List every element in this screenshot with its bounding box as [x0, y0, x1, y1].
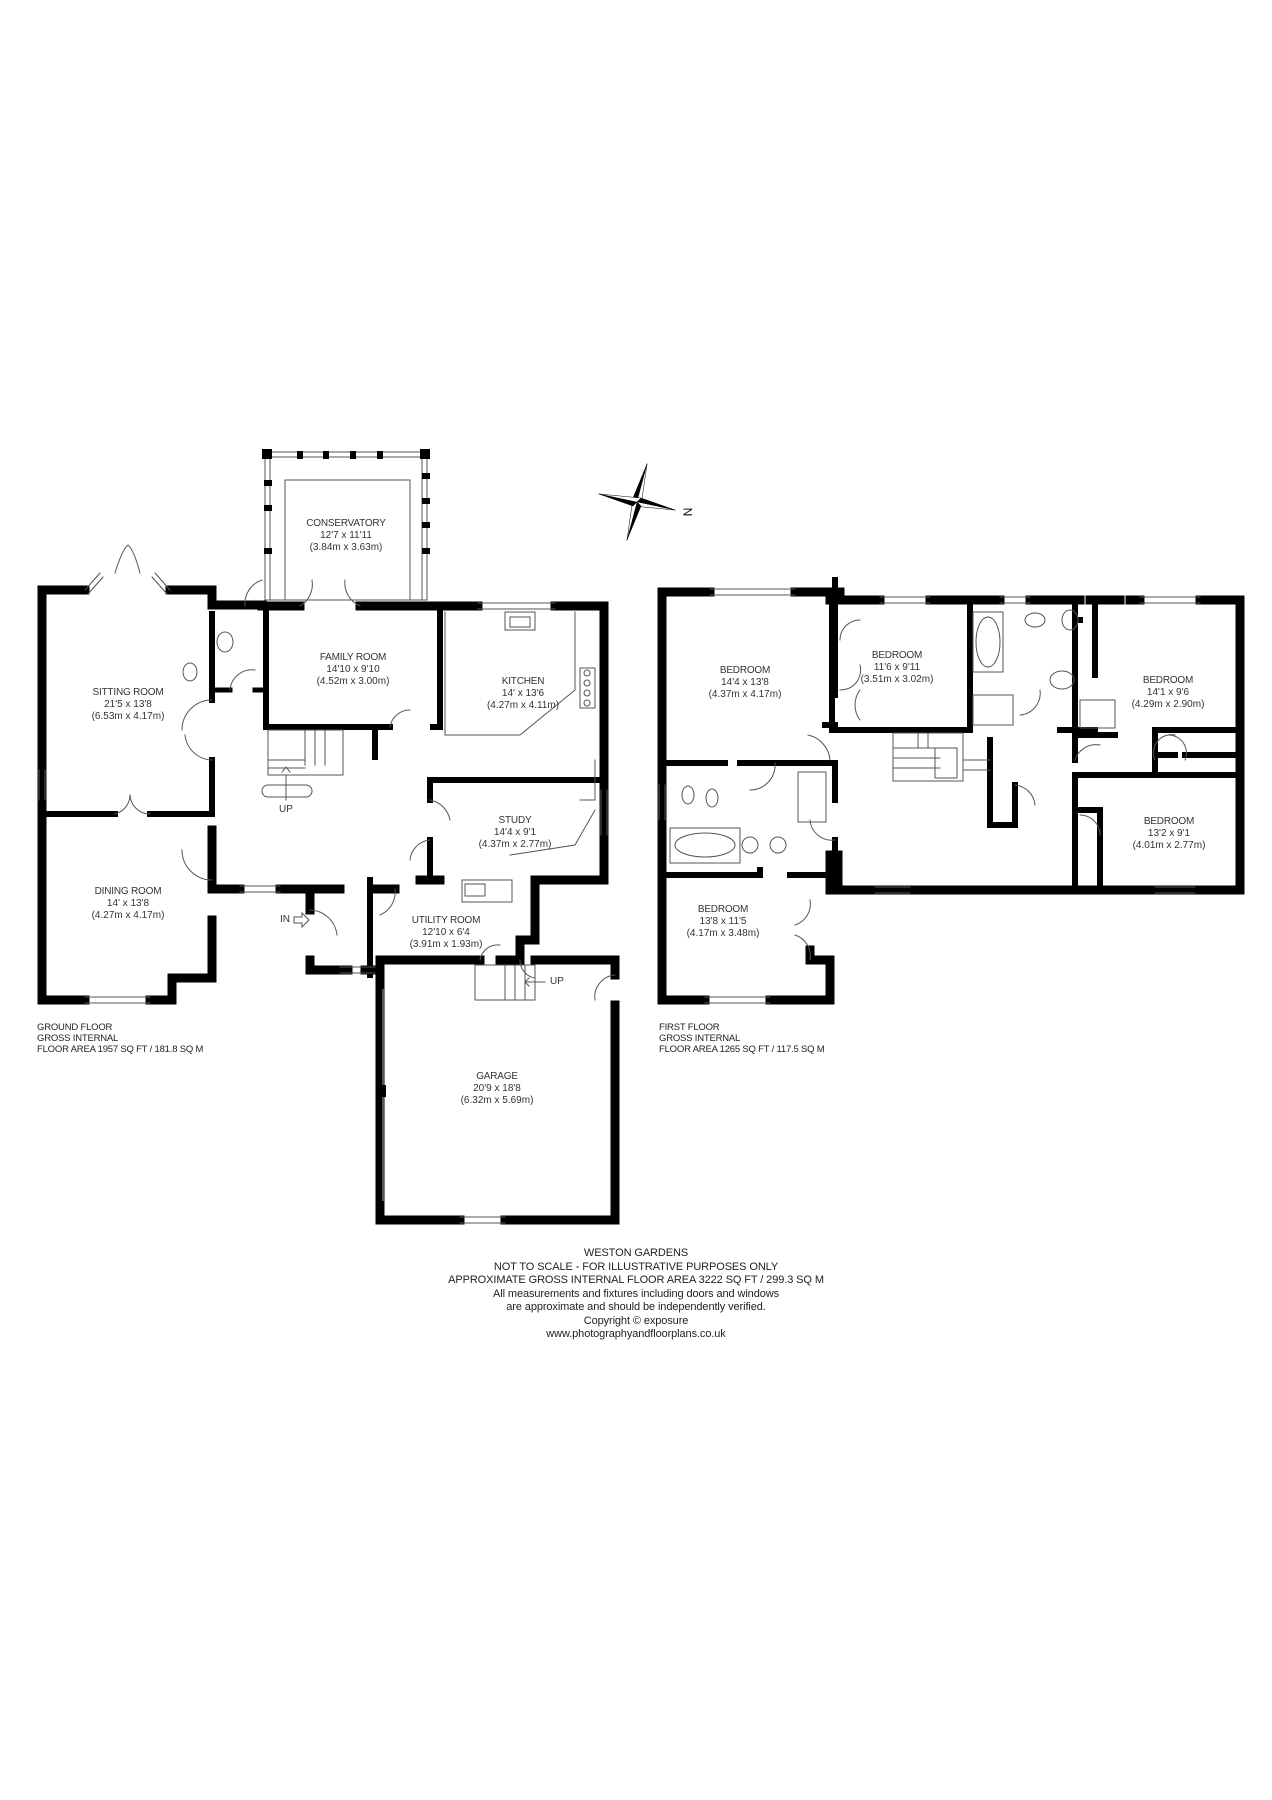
room-label-utility-room: UTILITY ROOM 12'10 x 6'4 (3.91m x 1.93m): [410, 915, 483, 951]
conservatory-walls: [264, 451, 428, 601]
ground-floor-walls: [37, 585, 620, 1225]
room-label-bedroom-3: BEDROOM 14'1 x 9'6 (4.29m x 2.90m): [1132, 675, 1205, 711]
property-name: WESTON GARDENS: [583, 1247, 689, 1259]
room-label-study: STUDY 14'4 x 9'1 (4.37m x 2.77m): [479, 815, 552, 851]
room-label-bedroom-1: BEDROOM 14'4 x 13'8 (4.37m x 4.17m): [709, 665, 782, 701]
first-floor-caption: FIRST FLOOR GROSS INTERNAL FLOOR AREA 12…: [659, 1022, 825, 1055]
stair-up-label: UP: [279, 804, 293, 815]
room-size-metric: (4.29m x 2.90m): [1131, 699, 1205, 710]
room-name: GARAGE: [476, 1071, 518, 1082]
room-size-metric: (3.51m x 3.02m): [860, 674, 934, 685]
room-size-imperial: 12'10 x 6'4: [422, 927, 470, 938]
room-name: FAMILY ROOM: [319, 652, 387, 663]
first-floor-windows: [658, 588, 1201, 1004]
caption-line: GROSS INTERNAL: [659, 1033, 741, 1044]
room-name: CONSERVATORY: [306, 518, 386, 529]
room-size-imperial: 20'9 x 18'8: [473, 1083, 521, 1094]
bay-window: [84, 544, 171, 595]
room-size-imperial: 14'1 x 9'6: [1146, 687, 1190, 698]
room-size-metric: (4.27m x 4.17m): [91, 910, 165, 921]
disclaimer-line-1: All measurements and fixtures including …: [493, 1287, 779, 1300]
first-floor-staircase: [892, 732, 991, 782]
copyright: Copyright © exposure: [583, 1314, 689, 1327]
room-size-imperial: 12'7 x 11'11: [320, 530, 372, 541]
bathroom-fixtures: [669, 609, 1116, 864]
compass-north-label: N: [680, 507, 695, 517]
room-size-metric: (4.27m x 4.11m): [486, 700, 560, 711]
room-name: BEDROOM: [871, 650, 923, 661]
entrance-label: IN: [280, 914, 290, 925]
room-name: DINING ROOM: [94, 886, 162, 897]
room-label-kitchen: KITCHEN 14' x 13'6 (4.27m x 4.11m): [487, 676, 559, 712]
room-size-imperial: 14' x 13'8: [106, 898, 150, 909]
room-label-conservatory: CONSERVATORY 12'7 x 11'11 (3.84m x 3.63m…: [306, 518, 386, 554]
fixtures: [182, 611, 596, 903]
room-size-imperial: 13'8 x 11'5: [699, 916, 747, 927]
plan-footer: WESTON GARDENS NOT TO SCALE - FOR ILLUST…: [448, 1247, 824, 1342]
garage-door: [379, 989, 386, 1201]
ground-floor-plan: [37, 449, 620, 1225]
first-floor-door-swings: [749, 619, 1187, 961]
room-size-metric: (3.91m x 1.93m): [409, 939, 483, 950]
room-label-family-room: FAMILY ROOM 14'10 x 9'10 (4.52m x 3.00m): [317, 652, 390, 688]
room-size-imperial: 14' x 13'6: [501, 688, 545, 699]
room-name: BEDROOM: [1143, 816, 1195, 827]
room-label-sitting-room: SITTING ROOM 21'5 x 13'8 (6.53m x 4.17m): [92, 687, 165, 723]
website-link[interactable]: www.photographyandfloorplans.co.uk: [546, 1328, 726, 1340]
room-label-bedroom-2: BEDROOM 11'6 x 9'11 (3.51m x 3.02m): [861, 650, 934, 686]
room-size-metric: (6.32m x 5.69m): [460, 1095, 534, 1106]
total-area: APPROXIMATE GROSS INTERNAL FLOOR AREA 32…: [448, 1274, 824, 1286]
room-label-bedroom-5: BEDROOM 13'8 x 11'5 (4.17m x 3.48m): [687, 904, 760, 940]
room-name: UTILITY ROOM: [411, 915, 481, 926]
room-label-dining-room: DINING ROOM 14' x 13'8 (4.27m x 4.17m): [92, 886, 165, 922]
first-floor-plan: [657, 577, 1245, 1005]
room-size-imperial: 21'5 x 13'8: [104, 699, 152, 710]
room-name: SITTING ROOM: [92, 687, 164, 698]
room-size-metric: (4.37m x 2.77m): [478, 839, 552, 850]
garage-staircase: [474, 964, 546, 1001]
room-size-imperial: 14'4 x 13'8: [721, 677, 769, 688]
room-name: BEDROOM: [1142, 675, 1194, 686]
caption-line: GROSS INTERNAL: [37, 1033, 119, 1044]
ground-floor-caption: GROUND FLOOR GROSS INTERNAL FLOOR AREA 1…: [37, 1022, 203, 1055]
disclaimer-line-2: are approximate and should be independen…: [506, 1301, 766, 1313]
caption-line: GROUND FLOOR: [37, 1022, 113, 1033]
room-size-imperial: 14'4 x 9'1: [493, 827, 537, 838]
room-size-metric: (4.01m x 2.77m): [1132, 840, 1206, 851]
door-swings: [114, 579, 616, 1001]
caption-line: FIRST FLOOR: [659, 1022, 720, 1033]
room-size-imperial: 14'10 x 9'10: [326, 664, 380, 675]
room-label-bedroom-4: BEDROOM 13'2 x 9'1 (4.01m x 2.77m): [1133, 816, 1206, 852]
room-name: BEDROOM: [719, 665, 771, 676]
room-label-garage: GARAGE 20'9 x 18'8 (6.32m x 5.69m): [461, 1071, 534, 1107]
room-name: STUDY: [498, 815, 532, 826]
room-size-imperial: 13'2 x 9'1: [1147, 828, 1191, 839]
room-size-metric: (4.17m x 3.48m): [686, 928, 760, 939]
room-size-imperial: 11'6 x 9'11: [873, 662, 921, 673]
ground-floor-staircase: [261, 729, 344, 801]
room-size-metric: (4.37m x 4.17m): [708, 689, 782, 700]
room-size-metric: (3.84m x 3.63m): [309, 542, 383, 553]
room-size-metric: (4.52m x 3.00m): [316, 676, 390, 687]
compass-rose-icon: [598, 463, 676, 541]
room-name: KITCHEN: [501, 676, 545, 687]
caption-line: FLOOR AREA 1265 SQ FT / 117.5 SQ M: [659, 1044, 825, 1055]
caption-line: FLOOR AREA 1957 SQ FT / 181.8 SQ M: [37, 1044, 204, 1055]
scale-disclaimer: NOT TO SCALE - FOR ILLUSTRATIVE PURPOSES…: [493, 1260, 779, 1273]
windows: [38, 602, 608, 1224]
garage-stair-up-label: UP: [550, 976, 564, 987]
room-size-metric: (6.53m x 4.17m): [91, 711, 165, 722]
room-name: BEDROOM: [697, 904, 749, 915]
conservatory-posts: [262, 449, 430, 554]
entrance-arrow-icon: [293, 911, 310, 929]
first-floor-walls: [657, 577, 1245, 1005]
